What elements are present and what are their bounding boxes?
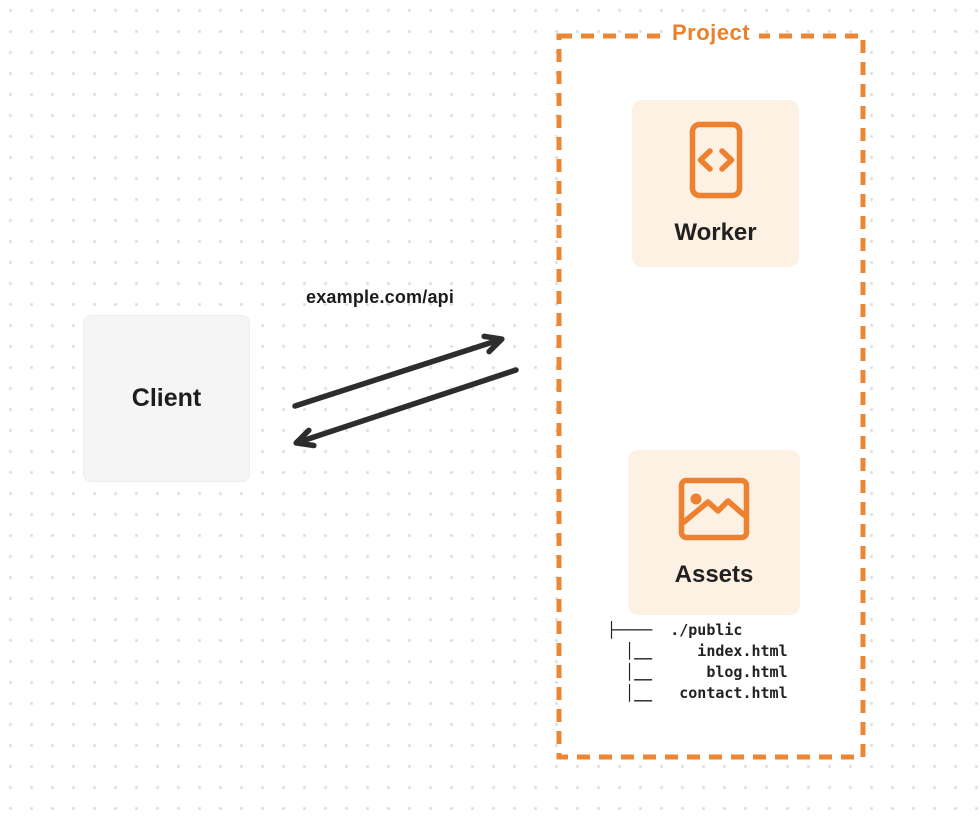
image-icon — [678, 477, 750, 546]
client-node: Client — [83, 315, 250, 482]
client-label: Client — [131, 384, 202, 412]
worker-label: Worker — [674, 218, 757, 246]
project-label: Project — [662, 20, 760, 46]
response-arrow — [293, 367, 519, 449]
file-tree-line-contact: │__ contact.html — [607, 684, 788, 702]
request-arrow — [292, 333, 505, 409]
project-group: Project — [559, 20, 863, 46]
assets-label: Assets — [674, 560, 754, 588]
file-tree-line-root: ├──── ./public — [607, 621, 743, 639]
assets-node: Assets — [628, 450, 800, 615]
code-document-icon — [689, 121, 743, 204]
file-tree-line-index: │__ index.html — [607, 642, 788, 660]
request-url-label: example.com/api — [306, 287, 455, 307]
file-tree-line-blog: │__ blog.html — [607, 663, 788, 681]
file-tree: ├──── ./public │__ index.html │__ blog.h… — [607, 620, 788, 704]
worker-node: Worker — [632, 100, 799, 267]
